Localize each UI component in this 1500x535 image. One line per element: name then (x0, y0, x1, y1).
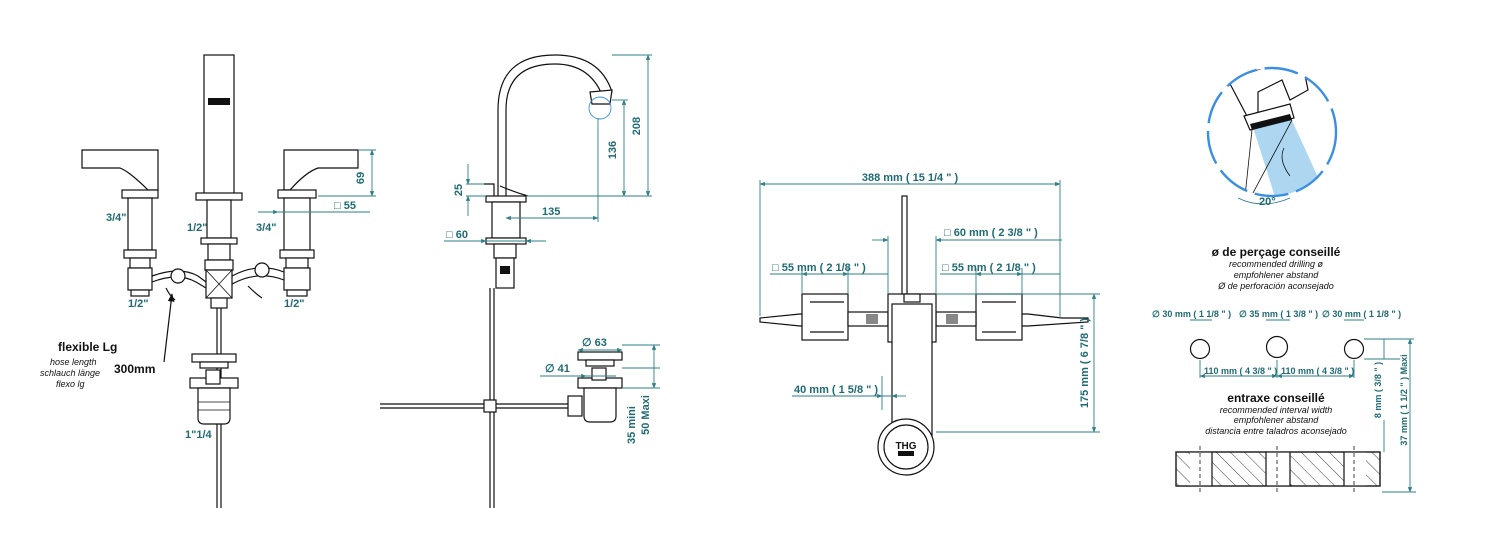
hole-right-label: ∅ 30 mm ( 1 1/8 " ) (1322, 309, 1401, 319)
hose-es: flexo lg (56, 379, 85, 389)
max-height-label: 37 mm ( 1 1/2 " ) Maxi (1399, 354, 1409, 445)
waste-outer-label: ∅ 63 (582, 337, 607, 349)
right-outlet-label: 1/2" (284, 298, 305, 310)
waste-thread-label: 1"1/4 (185, 429, 213, 441)
logo-text: THG (895, 441, 916, 452)
hose-de: schlauch länge (40, 368, 100, 378)
spout-arc (497, 54, 613, 196)
center-square-label: □ 60 mm ( 2 3/8 " ) (944, 227, 1038, 239)
angle-label: 20° (1259, 196, 1276, 208)
aerator-detail: 20° (1206, 66, 1338, 208)
drilling-es: Ø de perforación aconsejado (1217, 281, 1334, 291)
spacing-left-label: 110 mm ( 4 3/8 " ) (1204, 366, 1277, 376)
drilling-recommendation: ø de perçage conseillé recommended drill… (1152, 245, 1416, 493)
waste-top (877, 418, 935, 476)
hole-center (1265, 335, 1289, 359)
top-view: THG 388 mm ( 15 1/4 " ) □ 60 mm ( 2 3/8 … (759, 172, 1100, 476)
handle-square-label: □ 55 (334, 200, 356, 212)
hose-en: hose length (50, 357, 97, 367)
hose-value: 300mm (114, 362, 155, 376)
waste-min-label: 35 mini (626, 406, 638, 444)
detail-circle (1206, 66, 1338, 198)
right-square-label: □ 55 mm ( 2 1/8 " ) (942, 262, 1036, 274)
right-height-label: 8 mm ( 3/8 " ) (1373, 362, 1383, 418)
left-valve-top (801, 293, 849, 341)
spout-top (891, 303, 933, 441)
hole-right (1343, 338, 1365, 360)
spout-aerator (208, 98, 230, 105)
left-handle (81, 149, 159, 191)
depth-label: 175 mm ( 6 7/8 " ) (1079, 318, 1091, 409)
hole-center-label: ∅ 35 mm ( 1 3/8 " ) (1239, 309, 1318, 319)
interval-recommendation: entraxe conseillé recommended interval w… (1175, 391, 1381, 492)
left-thread-label: 3/4" (106, 212, 127, 224)
drilling-de: empfohlener abstand (1234, 270, 1320, 280)
offset-label: 40 mm ( 1 5/8 " ) (794, 384, 878, 396)
interval-en: recommended interval width (1220, 405, 1333, 415)
base-height-label: 25 (453, 184, 465, 196)
spacing-right-label: 110 mm ( 4 3/8 " ) (1281, 366, 1354, 376)
waste-max-label: 50 Maxi (640, 395, 652, 435)
spout-height-label: 208 (631, 117, 643, 135)
interval-title: entraxe conseillé (1227, 391, 1325, 405)
side-view: 208 136 135 25 □ 60 ∅ 63 ∅ 41 35 mini 50… (380, 54, 660, 508)
left-square-label: □ 55 mm ( 2 1/8 " ) (772, 262, 866, 274)
handle-height-label: 69 (355, 172, 367, 184)
front-view: 69 □ 55 3/4" 1/2" 3/4" 1/2" 1/2" flexibl… (40, 54, 376, 508)
overall-width-label: 388 mm ( 15 1/4 " ) (862, 172, 959, 184)
right-valve-top (975, 293, 1023, 341)
hole-left (1189, 338, 1211, 360)
drilling-en: recommended drilling ø (1229, 259, 1324, 269)
hole-left-label: ∅ 30 mm ( 1 1/8 " ) (1152, 309, 1231, 319)
outlet-height-label: 136 (607, 141, 619, 159)
drilling-title: ø de perçage conseillé (1212, 245, 1341, 259)
hose-title: flexible Lg (58, 340, 117, 354)
center-thread-label: 1/2" (187, 222, 208, 234)
spout-body (203, 54, 235, 196)
left-outlet-label: 1/2" (128, 298, 149, 310)
right-thread-label: 3/4" (256, 222, 277, 234)
reach-label: 135 (542, 206, 560, 218)
waste-inner-label: ∅ 41 (545, 363, 570, 375)
interval-es: distancia entre taladros aconsejado (1205, 426, 1347, 436)
base-square-label: □ 60 (446, 229, 468, 241)
right-handle (283, 149, 359, 191)
interval-de: empfohlener abstand (1234, 415, 1320, 425)
